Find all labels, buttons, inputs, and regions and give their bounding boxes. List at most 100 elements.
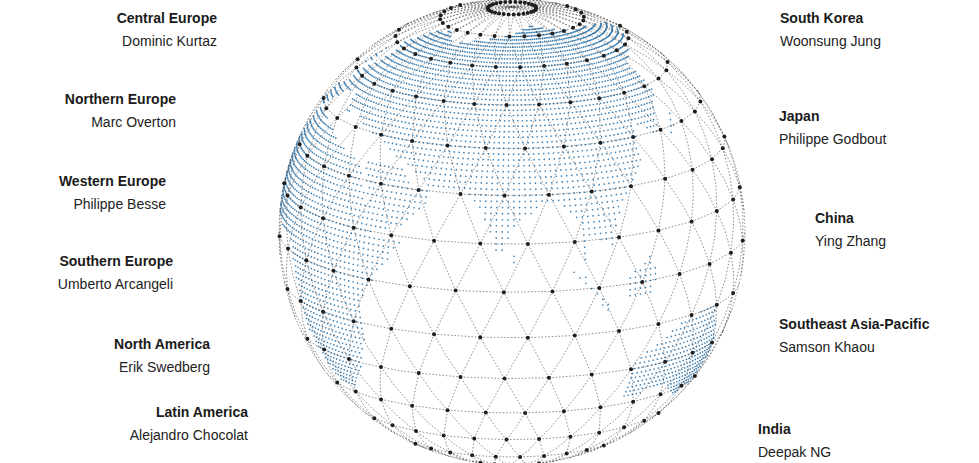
- land-dot: [660, 348, 662, 350]
- land-dot: [557, 193, 559, 195]
- land-dot: [322, 198, 324, 200]
- land-dot: [387, 209, 389, 211]
- land-dot: [482, 159, 484, 161]
- land-dot: [513, 225, 515, 227]
- land-dot: [650, 268, 652, 270]
- land-dot: [305, 175, 307, 177]
- land-dot: [556, 181, 558, 183]
- land-dot: [576, 216, 578, 218]
- land-dot: [328, 140, 330, 142]
- land-dot: [454, 181, 456, 183]
- land-dot: [340, 337, 342, 339]
- land-dot: [292, 178, 294, 180]
- land-dot: [289, 172, 291, 174]
- land-dot: [354, 384, 356, 386]
- land-dot: [702, 315, 704, 317]
- land-dot: [323, 331, 325, 333]
- land-dot: [321, 248, 323, 250]
- land-dot: [707, 328, 709, 330]
- land-dot: [297, 261, 299, 263]
- land-dot: [319, 324, 321, 326]
- land-dot: [689, 365, 691, 367]
- land-dot: [496, 225, 498, 227]
- land-dot: [293, 171, 295, 173]
- land-dot: [513, 189, 515, 191]
- land-dot: [355, 336, 357, 338]
- land-dot: [357, 197, 359, 199]
- land-dot: [492, 177, 494, 179]
- land-dot: [289, 231, 291, 233]
- land-dot: [318, 134, 320, 136]
- land-dot: [344, 296, 346, 298]
- land-dot: [612, 176, 614, 178]
- land-dot: [666, 351, 668, 353]
- land-dot: [681, 323, 683, 325]
- land-dot: [497, 177, 499, 179]
- land-dot: [678, 369, 680, 371]
- land-dot: [479, 206, 481, 208]
- land-dot: [308, 141, 310, 143]
- land-dot: [306, 197, 308, 199]
- land-dot: [310, 142, 312, 144]
- land-dot: [692, 367, 694, 369]
- land-dot: [323, 301, 325, 303]
- land-dot: [381, 214, 383, 216]
- land-dot: [637, 380, 639, 382]
- land-dot: [325, 139, 327, 141]
- land-dot: [340, 185, 342, 187]
- land-dot: [534, 176, 536, 178]
- land-dot: [326, 332, 328, 334]
- land-dot: [387, 258, 389, 260]
- land-dot: [674, 367, 676, 369]
- land-dot: [681, 347, 683, 349]
- land-dot: [336, 247, 338, 249]
- land-dot: [638, 388, 640, 390]
- land-dot: [419, 202, 421, 204]
- land-dot: [344, 338, 346, 340]
- land-dot: [340, 375, 342, 377]
- land-dot: [361, 223, 363, 225]
- land-dot: [670, 380, 672, 382]
- land-dot: [317, 319, 319, 321]
- land-dot: [391, 173, 393, 175]
- land-dot: [286, 185, 288, 187]
- land-dot: [319, 315, 321, 317]
- land-dot: [321, 129, 323, 131]
- land-dot: [334, 234, 336, 236]
- land-dot: [503, 159, 505, 161]
- land-dot: [712, 325, 714, 327]
- land-dot: [348, 366, 350, 368]
- land-dot: [608, 183, 610, 185]
- land-dot: [390, 197, 392, 199]
- land-dot: [299, 268, 301, 270]
- land-dot: [659, 379, 661, 381]
- land-dot: [713, 329, 715, 331]
- land-dot: [329, 292, 331, 294]
- land-dot: [415, 195, 417, 197]
- land-dot: [323, 130, 325, 132]
- land-dot: [404, 145, 406, 147]
- land-dot: [319, 229, 321, 231]
- land-dot: [613, 212, 615, 214]
- land-dot: [692, 360, 694, 362]
- land-dot: [607, 159, 609, 161]
- land-dot: [481, 170, 483, 172]
- land-dot: [312, 200, 314, 202]
- land-dot: [341, 328, 343, 330]
- land-dot: [614, 219, 616, 221]
- land-dot: [361, 328, 363, 330]
- land-dot: [338, 178, 340, 180]
- land-dot: [340, 248, 342, 250]
- land-dot: [349, 244, 351, 246]
- land-dot: [333, 136, 335, 138]
- land-dot: [311, 301, 313, 303]
- land-dot: [296, 190, 298, 192]
- land-dot: [305, 277, 307, 279]
- land-dot: [676, 353, 678, 355]
- land-dot: [313, 322, 315, 324]
- land-dot: [678, 333, 680, 335]
- land-dot: [369, 237, 371, 239]
- land-dot: [665, 365, 667, 367]
- land-dot: [330, 343, 332, 345]
- land-dot: [579, 162, 581, 164]
